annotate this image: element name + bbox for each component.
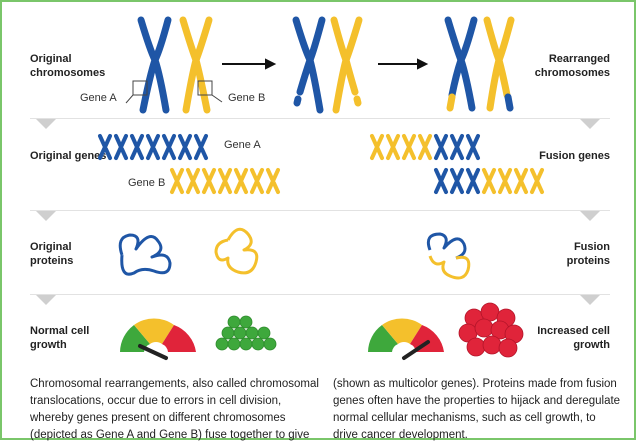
gene-a-box: [132, 80, 148, 96]
caption-left: Chromosomal rearrangements, also called …: [30, 378, 319, 441]
normal-cells: [215, 315, 277, 351]
cancer-cells: [458, 302, 524, 358]
divider: [30, 118, 610, 119]
label-increased-growth: Increased cell growth: [537, 325, 610, 351]
diagram-graphics: [98, 16, 544, 360]
protein-a: [118, 233, 172, 276]
chromosome-blue-rearranged: [444, 16, 478, 112]
chromosome-blue-broken: [292, 16, 326, 114]
gauge-normal: [120, 318, 196, 360]
chromosome-yellow-rearranged: [483, 16, 515, 112]
dna-gene-a: [98, 134, 208, 160]
gene-a-dna-label: Gene A: [224, 139, 261, 151]
chromosome-yellow-broken: [330, 16, 363, 114]
gauge-needle: [402, 340, 430, 360]
divider: [30, 210, 610, 211]
label-fusion-proteins: Fusion proteins: [566, 241, 610, 267]
dna-fusion-1: [370, 134, 480, 160]
gene-b-box: [197, 80, 213, 96]
caption-right: (shown as multicolor genes). Proteins ma…: [333, 378, 621, 441]
label-rearranged-chromosomes: Rearranged chromosomes: [534, 53, 610, 79]
protein-fusion: [426, 232, 467, 260]
gauge-increased: [368, 318, 444, 360]
gene-b-label: Gene B: [228, 92, 266, 104]
label-original-chromosomes: Original chromosomes: [30, 53, 106, 79]
gauge-needle: [138, 344, 168, 360]
divider: [30, 294, 610, 295]
dna-gene-b: [170, 168, 280, 194]
label-original-genes: Original genes: [30, 150, 107, 162]
chromosome-yellow: [179, 16, 213, 114]
down-arrow-marker: [36, 119, 56, 129]
dna-fusion-2: [434, 168, 544, 194]
down-arrow-marker: [580, 119, 600, 129]
down-arrow-marker: [36, 295, 56, 305]
chromosome-blue: [137, 16, 172, 114]
gene-a-label: Gene A: [80, 92, 117, 104]
label-original-proteins: Original proteins: [30, 241, 74, 267]
down-arrow-marker: [580, 211, 600, 221]
down-arrow-marker: [36, 211, 56, 221]
gene-b-dna-label: Gene B: [128, 177, 166, 189]
protein-b: [214, 227, 259, 275]
label-normal-growth: Normal cell growth: [30, 325, 90, 351]
label-fusion-genes: Fusion genes: [539, 150, 610, 162]
arrow-icon: [222, 58, 429, 70]
down-arrow-marker: [580, 295, 600, 305]
